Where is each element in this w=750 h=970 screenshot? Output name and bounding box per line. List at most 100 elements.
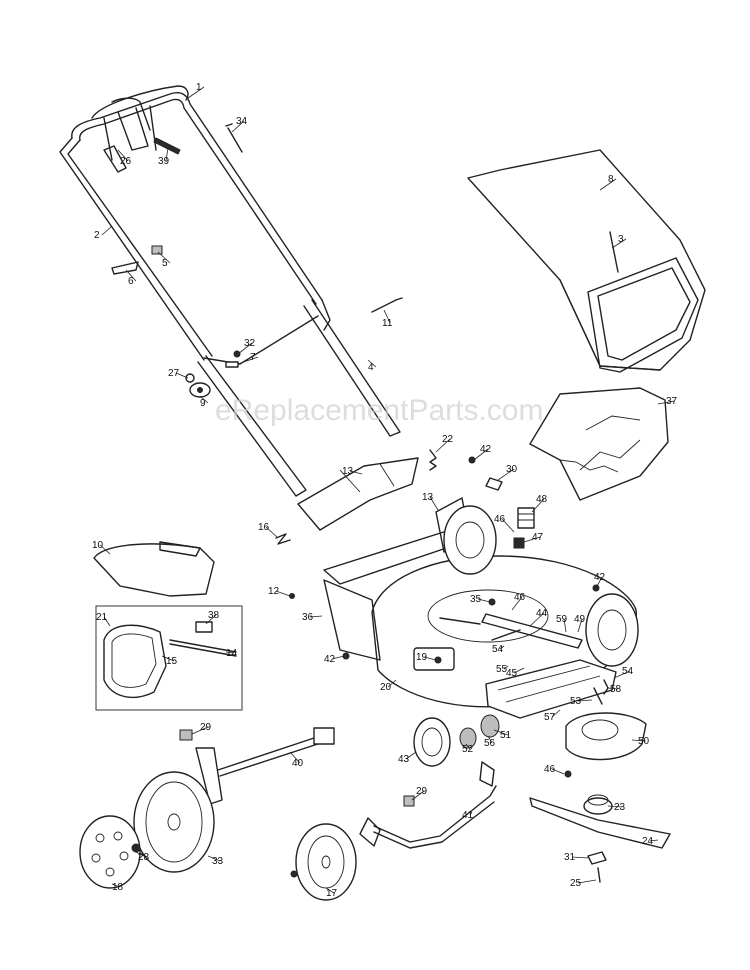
callout-leader-37 bbox=[657, 400, 675, 405]
callout-25: 25 bbox=[570, 878, 582, 889]
callout-5: 5 bbox=[162, 258, 168, 269]
callout-leader-11 bbox=[383, 309, 391, 324]
watermark: eReplacementParts.com bbox=[215, 394, 543, 427]
front-axle-41 bbox=[359, 761, 497, 849]
callout-leader-48 bbox=[531, 498, 545, 513]
callout-3: 3 bbox=[618, 234, 624, 245]
callout-leader-31 bbox=[571, 856, 589, 859]
callout-leader-54a bbox=[499, 645, 505, 650]
spring-16 bbox=[275, 533, 291, 545]
callout-46a: 46 bbox=[494, 514, 506, 525]
callout-leader-4 bbox=[367, 359, 377, 368]
callout-leader-38 bbox=[205, 614, 217, 625]
callout-leader-49 bbox=[577, 618, 583, 633]
callout-leader-5 bbox=[157, 251, 171, 264]
bolt-25 bbox=[597, 867, 601, 883]
upper-handle bbox=[59, 92, 331, 361]
callout-leader-44 bbox=[529, 612, 545, 627]
callout-40: 40 bbox=[292, 758, 304, 769]
callout-leader-8 bbox=[599, 178, 617, 191]
nut-46c bbox=[564, 770, 572, 778]
callout-46c: 46 bbox=[544, 764, 556, 775]
blade-hub-23 bbox=[583, 794, 613, 815]
callout-2: 2 bbox=[94, 230, 100, 241]
callout-21: 21 bbox=[96, 612, 108, 623]
callout-leader-20 bbox=[387, 679, 397, 688]
callout-13b: 13 bbox=[422, 492, 434, 503]
callout-leader-42b bbox=[595, 576, 603, 589]
blade-24 bbox=[529, 797, 671, 849]
mulch-plug-15 bbox=[103, 624, 167, 699]
callout-49: 49 bbox=[574, 614, 586, 625]
bolt-30 bbox=[485, 477, 503, 491]
callout-36: 36 bbox=[302, 612, 314, 623]
callout-6: 6 bbox=[128, 276, 134, 287]
callout-leader-1 bbox=[187, 86, 205, 99]
callout-18: 18 bbox=[112, 882, 124, 893]
callout-50: 50 bbox=[638, 736, 650, 747]
callout-leader-56 bbox=[487, 735, 493, 744]
callout-4: 4 bbox=[368, 362, 374, 373]
callout-57: 57 bbox=[544, 712, 556, 723]
callout-30: 30 bbox=[506, 464, 518, 475]
drive-transmission-57 bbox=[485, 659, 617, 719]
callout-12: 12 bbox=[268, 586, 280, 597]
callout-leader-23 bbox=[607, 805, 623, 808]
drive-shaft-44 bbox=[481, 613, 583, 649]
callout-48: 48 bbox=[536, 494, 548, 505]
callout-35: 35 bbox=[470, 594, 482, 605]
callout-15: 15 bbox=[166, 656, 178, 667]
callout-leader-35 bbox=[477, 598, 491, 603]
front-wheel-right bbox=[585, 593, 639, 667]
nut-28 bbox=[131, 843, 141, 853]
callout-42c: 42 bbox=[324, 654, 336, 665]
pin-53 bbox=[593, 687, 603, 705]
bushing-29b bbox=[403, 795, 415, 807]
callout-14: 14 bbox=[226, 648, 238, 659]
bail-control bbox=[91, 85, 189, 173]
deflector-10 bbox=[93, 541, 215, 597]
nut-47 bbox=[513, 537, 525, 549]
callout-7: 7 bbox=[250, 352, 256, 363]
callout-leader-32 bbox=[237, 342, 253, 355]
cable-tie-6 bbox=[111, 261, 139, 275]
callout-leader-13b bbox=[429, 496, 439, 511]
callout-27: 27 bbox=[168, 368, 180, 379]
callout-42a: 42 bbox=[480, 444, 492, 455]
mulch-kit-box-21 bbox=[95, 605, 243, 711]
handle-knob-5 bbox=[151, 245, 163, 255]
callout-leader-41 bbox=[469, 811, 473, 816]
callout-55: 55 bbox=[496, 664, 508, 675]
callout-leader-36 bbox=[309, 615, 323, 618]
screw-12 bbox=[289, 593, 295, 599]
callout-41: 41 bbox=[462, 810, 474, 821]
callout-leader-29b bbox=[411, 790, 425, 801]
callout-leader-45 bbox=[513, 667, 525, 674]
callout-leader-42c bbox=[331, 655, 345, 660]
washer-31 bbox=[587, 851, 607, 865]
hub-cap-18 bbox=[79, 815, 141, 889]
callout-39: 39 bbox=[158, 156, 170, 167]
callout-13a: 13 bbox=[342, 466, 354, 477]
callout-53: 53 bbox=[570, 696, 582, 707]
callout-56: 56 bbox=[484, 738, 496, 749]
callout-19: 19 bbox=[416, 652, 428, 663]
callout-34: 34 bbox=[236, 116, 248, 127]
callout-leader-10 bbox=[99, 544, 111, 555]
callout-59: 59 bbox=[556, 614, 568, 625]
callout-leader-43 bbox=[405, 751, 417, 760]
callout-leader-27 bbox=[175, 372, 189, 379]
callout-52: 52 bbox=[462, 744, 474, 755]
callout-26: 26 bbox=[120, 156, 132, 167]
front-wheel-17 bbox=[295, 823, 357, 901]
callout-leader-33 bbox=[207, 855, 221, 862]
callout-leader-19 bbox=[423, 656, 437, 661]
callout-leader-57 bbox=[551, 709, 561, 718]
callout-leader-15 bbox=[161, 655, 175, 662]
callout-1: 1 bbox=[196, 82, 202, 93]
hinge-rod-14 bbox=[169, 639, 237, 657]
rear-wheel-45-right bbox=[443, 505, 497, 575]
drive-wheel-gear-43 bbox=[413, 717, 451, 767]
